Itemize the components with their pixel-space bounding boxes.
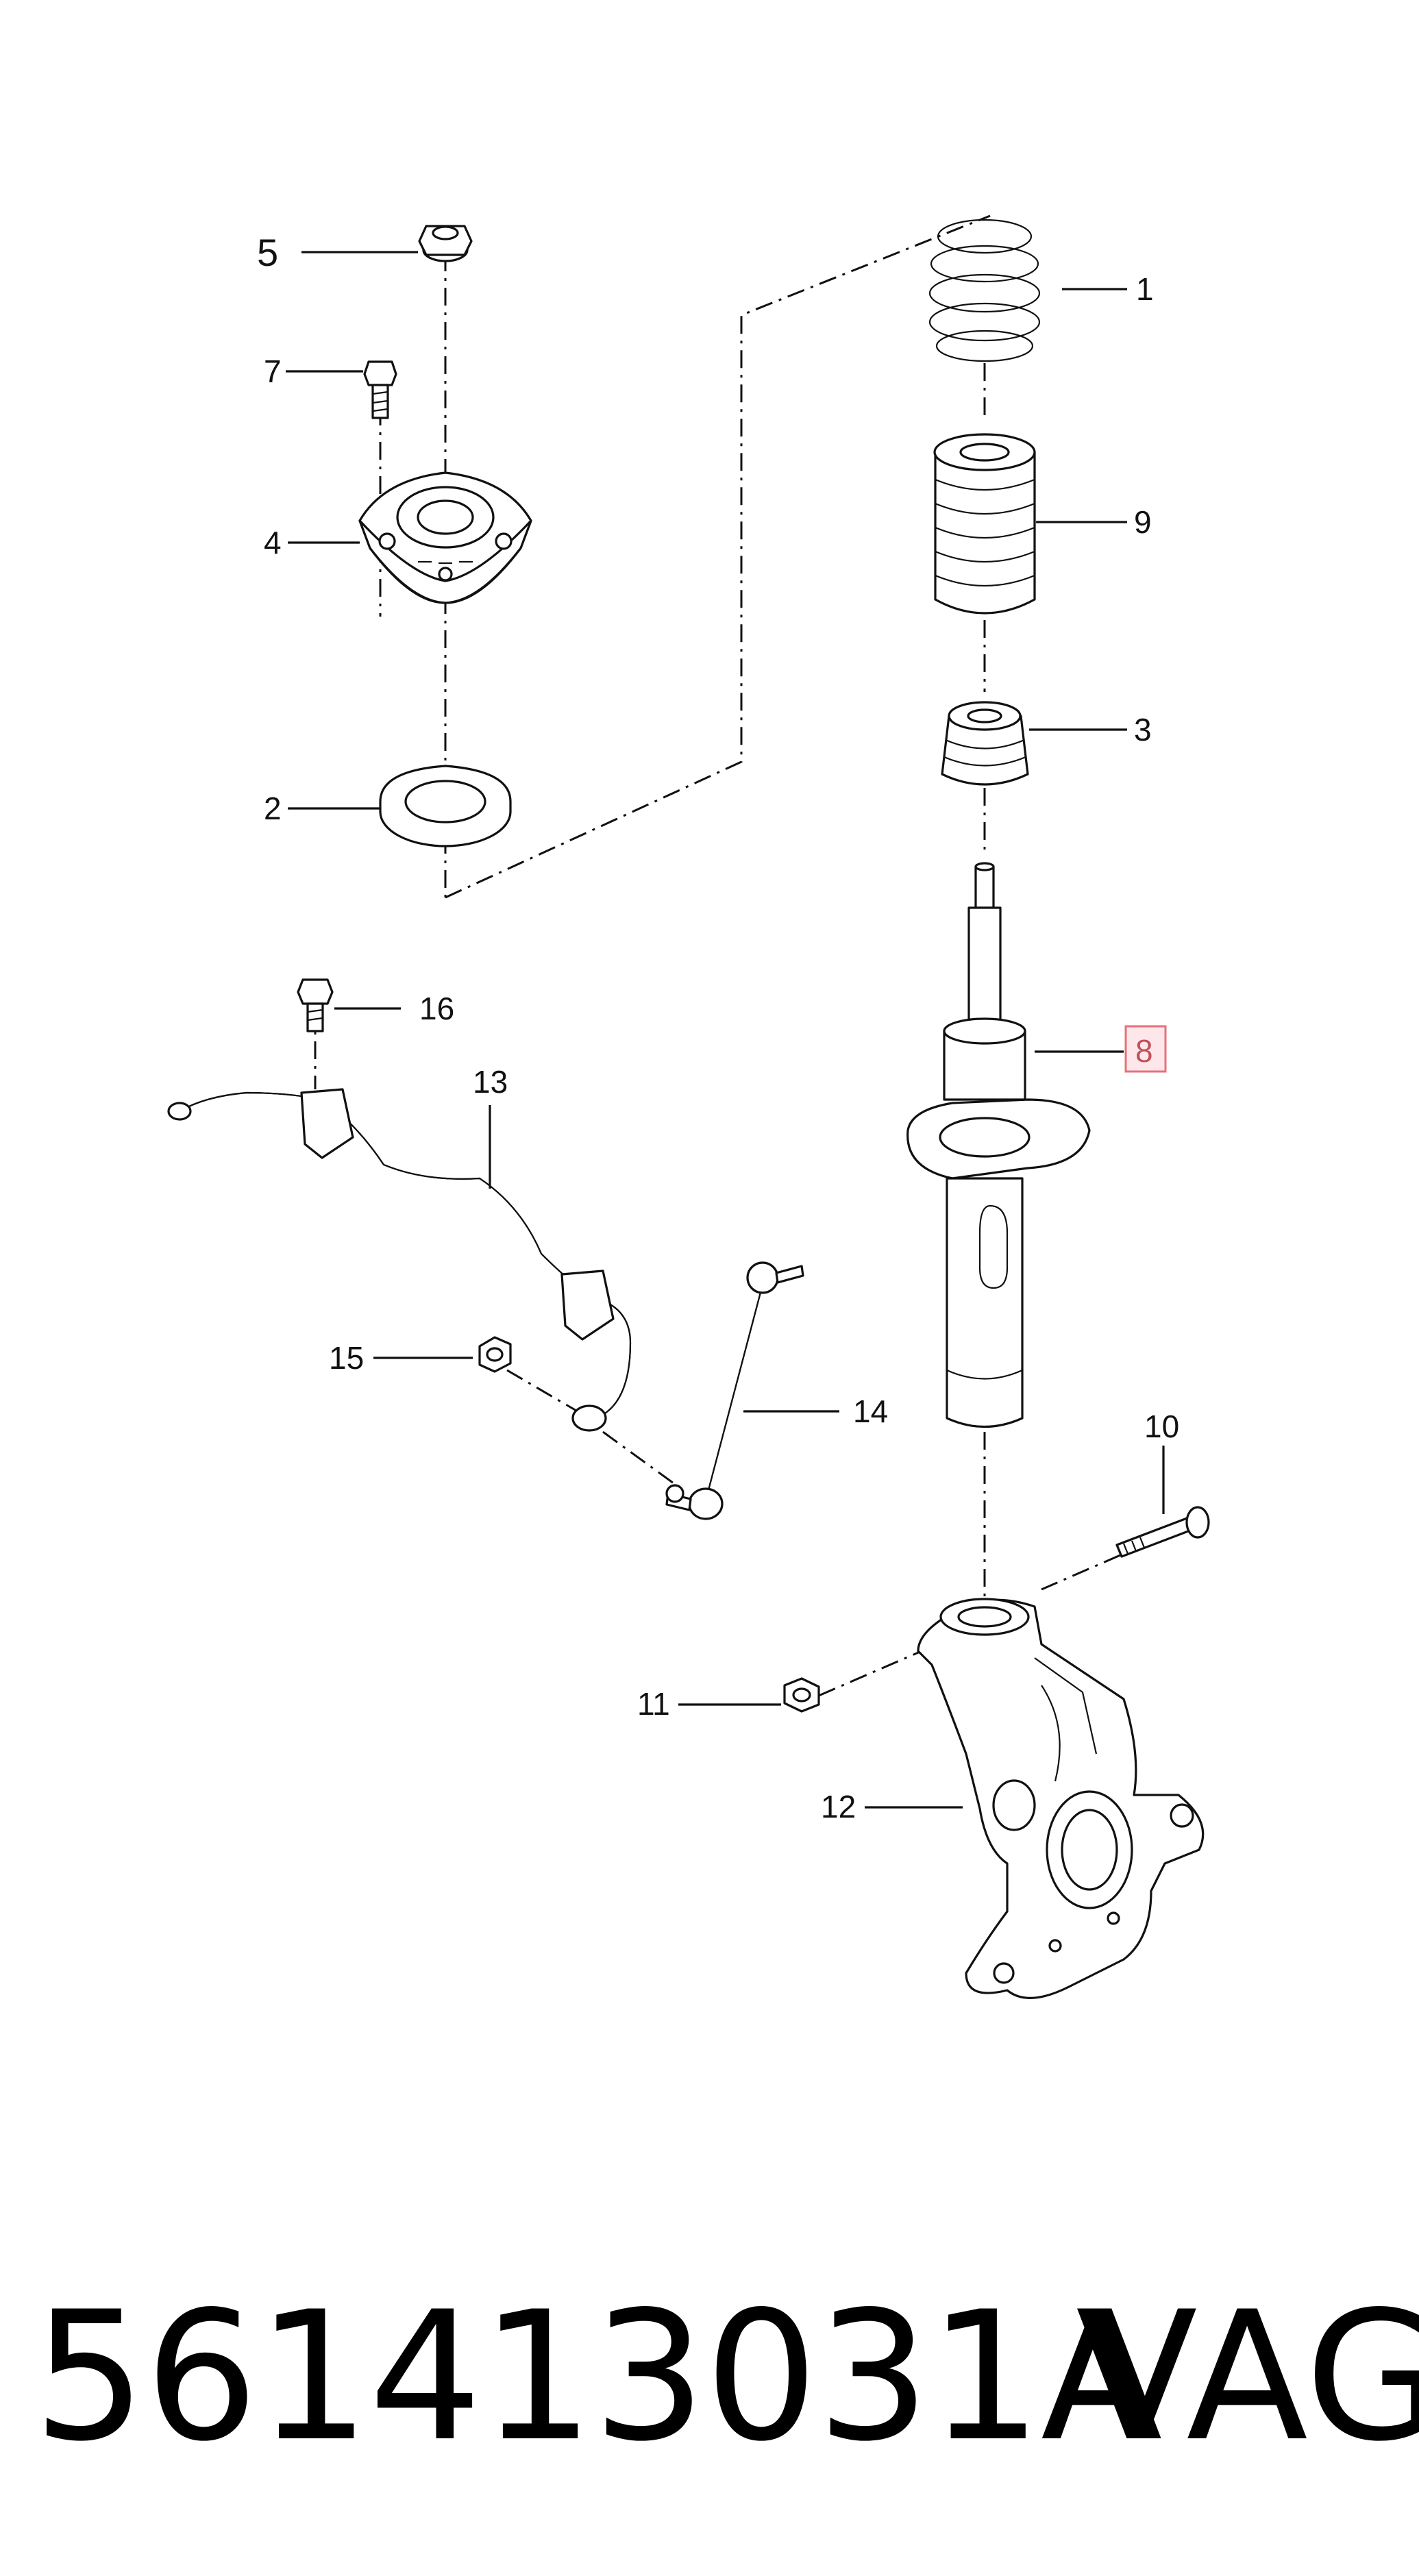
callout-14: 14 (853, 1394, 888, 1429)
part-16-bolt (297, 978, 334, 1032)
part-15-nut (478, 1336, 512, 1373)
part-1-coil-spring (928, 219, 1041, 362)
callout-5: 5 (257, 231, 278, 274)
part-5-nut (418, 225, 473, 262)
callout-15: 15 (329, 1340, 364, 1376)
callout-3: 3 (1134, 712, 1152, 747)
part-3-bump-stop (941, 701, 1029, 786)
part-9-dust-boot (933, 433, 1036, 615)
callout-10: 10 (1144, 1409, 1179, 1444)
callout-4: 4 (264, 525, 282, 560)
suspension-exploded-diagram: 5 7 4 2 1 9 3 8 10 11 12 16 13 15 14 (167, 214, 1210, 1999)
part-10-bolt (1115, 1506, 1210, 1558)
callout-7: 7 (264, 354, 282, 389)
callout-11: 11 (637, 1686, 670, 1722)
callout-8: 8 (1135, 1033, 1153, 1069)
part-12-steering-knuckle (917, 1598, 1205, 1999)
leader-lines (286, 251, 1165, 1809)
callout-8-highlight-box (1124, 1025, 1167, 1073)
brand-label: VAG (1076, 2274, 1419, 2481)
callout-2: 2 (264, 791, 282, 826)
callout-9: 9 (1134, 504, 1152, 540)
callouts: 5 7 4 2 1 9 3 8 10 11 12 16 13 15 14 (257, 231, 1179, 1824)
part-13-anti-roll-bar (167, 1088, 632, 1432)
part-7-bolt (363, 360, 397, 419)
part-4-strut-mount (358, 471, 532, 604)
callout-13: 13 (473, 1064, 508, 1100)
callout-1: 1 (1136, 271, 1154, 307)
part-8-shock-absorber (906, 862, 1091, 1428)
callout-12: 12 (821, 1789, 856, 1824)
part-number-label: 561413031A (33, 2274, 1163, 2481)
part-11-nut (783, 1677, 820, 1713)
callout-16: 16 (419, 991, 454, 1026)
part-2-bearing (379, 765, 512, 847)
part-14-coupling-rod (665, 1261, 804, 1520)
